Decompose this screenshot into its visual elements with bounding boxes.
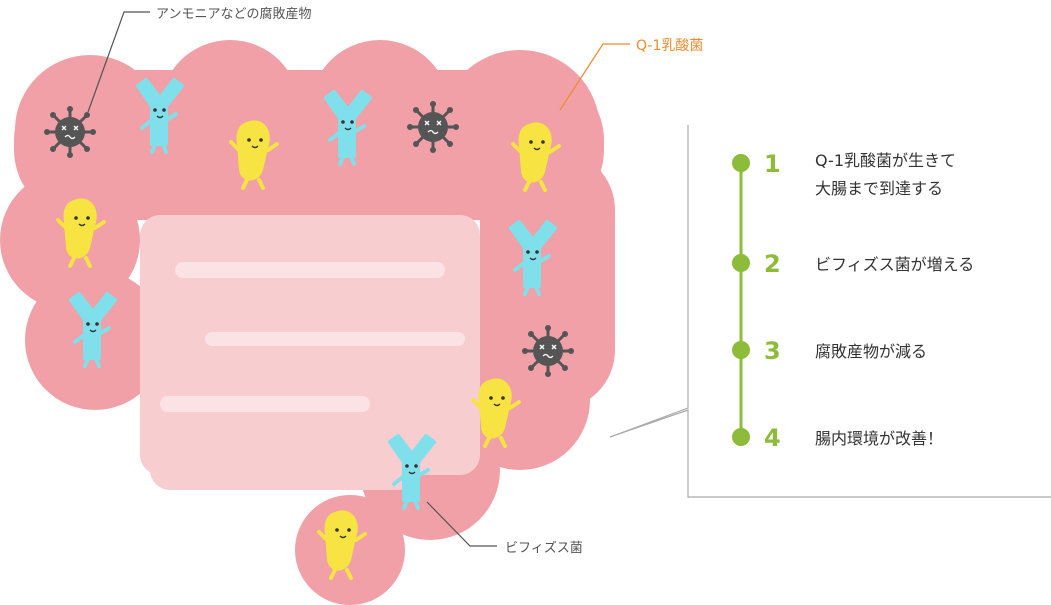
bifidus-label: ビフィズス菌 [505, 541, 583, 556]
ammonia-callout-line [87, 11, 150, 113]
step-number: 1 [764, 150, 781, 178]
intestine-folds [160, 262, 465, 412]
step-text-line2: 大腸まで到達する [815, 179, 944, 198]
step-dot [732, 154, 750, 172]
step-number: 3 [764, 337, 781, 365]
step-dot [732, 341, 750, 359]
bad-germ-icon [520, 323, 576, 379]
step-text-line1: ビフィズス菌が増える [815, 255, 975, 274]
bad-germ-icon [42, 104, 98, 160]
steps-box [609, 125, 1051, 498]
q1-label: Q-1乳酸菌 [636, 38, 704, 54]
step-number: 4 [764, 424, 781, 452]
bad-germ-icon [405, 99, 461, 155]
step-dot [732, 428, 750, 446]
step-text-line1: 腐敗産物が減る [815, 342, 928, 361]
step-text-line1: 腸内環境が改善！ [815, 429, 944, 448]
bifidus-callout-line [426, 501, 497, 547]
step-text-line1: Q-1乳酸菌が生きて [815, 151, 956, 170]
step-number: 2 [764, 250, 781, 278]
ammonia-label: アンモニアなどの腐敗産物 [156, 7, 312, 22]
q1-callout-line [559, 43, 630, 111]
step-dot [732, 254, 750, 272]
